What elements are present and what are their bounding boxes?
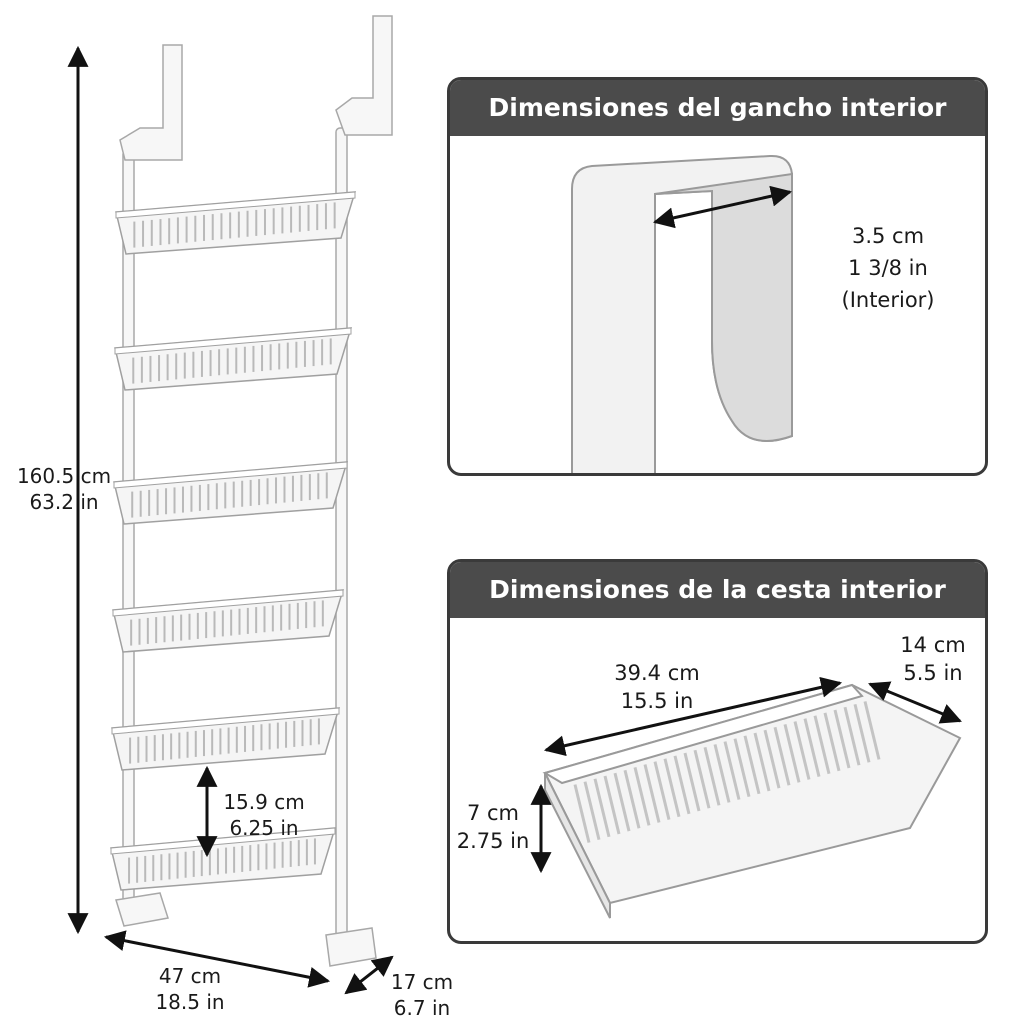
basket-slat [673, 755, 691, 815]
basket-panel-title: Dimensiones de la cesta interior [450, 562, 985, 618]
rack-basket [114, 327, 353, 391]
basket-illustration [530, 676, 962, 919]
depth-label: 17 cm 6.7 in [384, 969, 460, 1021]
basket-depth-in: 5.5 in [903, 661, 963, 685]
basket-height-in: 2.75 in [456, 829, 530, 853]
basket-slat [863, 701, 881, 760]
basket-slat [603, 775, 621, 835]
left-top-hook [119, 44, 183, 161]
depth-arrow [344, 955, 394, 995]
rack-height-in: 63.2 in [29, 490, 99, 514]
rack-baskets [110, 191, 357, 891]
basket-height-cm: 7 cm [466, 801, 520, 825]
basket-slat [693, 749, 711, 809]
hook-illustration [571, 154, 793, 473]
hook-width-note: (Interior) [841, 288, 935, 312]
depth-in: 6.7 in [393, 996, 451, 1020]
spacing-label: 15.9 cm 6.25 in [218, 789, 310, 841]
basket-slat [853, 703, 871, 763]
right-foot [325, 927, 377, 967]
basket-depth-cm: 14 cm [900, 633, 966, 657]
basket-slat [593, 778, 611, 838]
basket-slat [683, 752, 701, 812]
hook-width-cm: 3.5 cm [851, 224, 925, 248]
width-arrow [103, 930, 331, 988]
basket-slat [643, 764, 661, 823]
rack-height-label: 160.5 cm 63.2 in [10, 463, 118, 515]
basket-slat [843, 706, 861, 766]
right-top-hook [335, 15, 393, 136]
basket-slat [663, 758, 681, 818]
spacing-in: 6.25 in [229, 816, 299, 840]
left-foot [115, 892, 169, 927]
hook-dimensions-panel: Dimensiones del gancho interior 3.5 cm 1… [447, 77, 988, 476]
basket-slat [703, 746, 721, 806]
rack-basket [110, 827, 337, 891]
width-label: 47 cm 18.5 in [150, 963, 230, 1015]
hook-width-in: 1 3/8 in [848, 256, 928, 280]
spacing-cm: 15.9 cm [223, 790, 305, 814]
basket-height-label: 7 cm 2.75 in [452, 799, 534, 855]
basket-length-cm: 39.4 cm [614, 661, 700, 685]
hook-width-label: 3.5 cm 1 3/8 in (Interior) [828, 220, 948, 316]
basket-slat [623, 769, 641, 829]
basket-depth-label: 14 cm 5.5 in [892, 631, 974, 687]
width-cm: 47 cm [158, 964, 222, 988]
basket-slat [653, 761, 671, 820]
basket-length-in: 15.5 in [620, 689, 694, 713]
basket-slat [583, 781, 601, 841]
basket-slat [573, 784, 591, 843]
rack-basket [113, 461, 349, 525]
width-in: 18.5 in [155, 990, 225, 1014]
basket-length-label: 39.4 cm 15.5 in [602, 659, 712, 715]
basket-dimensions-panel: Dimensiones de la cesta interior 39.4 cm… [447, 559, 988, 944]
hook-panel-title: Dimensiones del gancho interior [450, 80, 985, 136]
rack-basket [112, 589, 345, 653]
rack-basket [111, 707, 341, 771]
rack-basket [115, 191, 357, 255]
basket-slat [613, 772, 631, 832]
basket-slat [633, 767, 651, 826]
depth-cm: 17 cm [390, 970, 454, 994]
rack-height-cm: 160.5 cm [16, 464, 112, 488]
rack-frame [115, 15, 393, 967]
